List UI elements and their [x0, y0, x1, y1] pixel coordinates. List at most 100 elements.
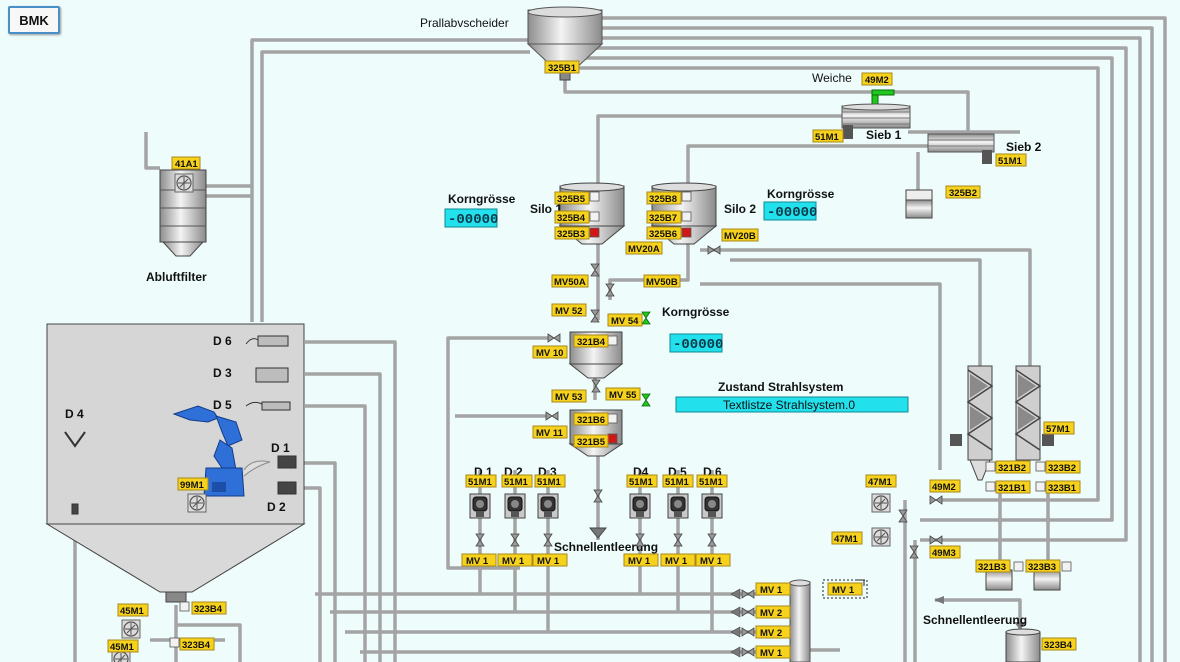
bmk-button[interactable]: BMK	[8, 6, 60, 34]
svg-text:MV 1: MV 1	[537, 556, 560, 567]
korngroesse-1-display: -00000	[448, 212, 498, 228]
korngroesse-3-display-bg	[669, 333, 723, 353]
schnellentleerung-2-label: Schnellentleerung	[923, 613, 1027, 627]
tag-325b3: 325B3	[554, 226, 590, 240]
sensor-321b5	[607, 433, 618, 444]
tag-doser-51m1-4: 51M1	[626, 474, 658, 488]
doser-1-motor[interactable]	[469, 493, 491, 519]
tag-321b6: 321B6	[573, 412, 609, 426]
doser-5-motor[interactable]	[667, 493, 689, 519]
selection-corner	[856, 579, 865, 586]
doser-6-motor[interactable]	[701, 493, 723, 519]
sieb-1[interactable]	[841, 103, 911, 139]
korngroesse-2-label: Korngrösse	[767, 187, 835, 201]
cyclone-left[interactable]	[950, 365, 994, 481]
tag-mv53: MV 53	[551, 389, 587, 403]
svg-text:41A1: 41A1	[175, 159, 198, 170]
valve-mv53[interactable]	[591, 379, 601, 393]
tag-323b3: 323B3	[1025, 559, 1061, 573]
tag-47m1-b: 47M1	[831, 531, 863, 545]
nozzle-d4-label: D 4	[65, 407, 84, 421]
fan-45m1-a-icon[interactable]	[121, 619, 141, 639]
abluftfilter[interactable]	[159, 169, 207, 257]
svg-text:MV 52: MV 52	[555, 306, 582, 317]
selection-frame[interactable]	[822, 579, 868, 599]
svg-text:321B6: 321B6	[577, 415, 605, 426]
valve-mv55[interactable]	[641, 393, 651, 407]
tag-321b4: 321B4	[573, 334, 609, 348]
svg-text:MV50B: MV50B	[646, 277, 678, 288]
valve-49m2[interactable]	[929, 495, 943, 505]
fan-47m1-a-icon[interactable]	[871, 493, 891, 513]
sensor-325b6	[681, 227, 692, 238]
tag-325b8: 325B8	[646, 191, 682, 205]
valve-49m3[interactable]	[929, 535, 943, 545]
valve-vertical-b[interactable]	[909, 545, 919, 559]
tag-45m1-b: 45M1	[107, 639, 139, 653]
svg-text:321B1: 321B1	[998, 483, 1027, 494]
sensor-321b4	[607, 335, 618, 346]
svg-text:MV 2: MV 2	[760, 628, 782, 639]
sensor-323b2	[1035, 461, 1046, 472]
svg-text:MV 1: MV 1	[466, 556, 489, 567]
tag-mv52: MV 52	[551, 303, 587, 317]
doser-2-motor[interactable]	[504, 493, 526, 519]
cyclone-right[interactable]	[1014, 365, 1054, 461]
valve-drain[interactable]	[593, 489, 603, 503]
korngroesse-3-display: -00000	[673, 337, 723, 353]
svg-text:47M1: 47M1	[834, 534, 858, 545]
prallabscheider[interactable]	[526, 6, 604, 81]
nozzles[interactable]	[64, 335, 297, 515]
tag-51m1-a: 51M1	[812, 129, 844, 143]
tag-mv54: MV 54	[607, 313, 643, 327]
doser-4-motor[interactable]	[629, 493, 651, 519]
pipe-network	[73, 16, 1167, 662]
svg-text:45M1: 45M1	[110, 642, 134, 653]
tag-323b4-a: 323B4	[191, 601, 227, 615]
svg-text:MV20A: MV20A	[628, 244, 660, 255]
schnellentleerung-1-label: Schnellentleerung	[554, 540, 658, 554]
svg-text:325B6: 325B6	[649, 229, 677, 240]
korngroesse-1-display-bg	[444, 208, 498, 228]
sieb-2[interactable]	[927, 133, 995, 164]
svg-text:323B4: 323B4	[1044, 640, 1073, 651]
valve-mv20b[interactable]	[707, 245, 721, 255]
tag-325b7: 325B7	[646, 210, 682, 224]
tag-51m1-b: 51M1	[995, 153, 1027, 167]
tag-57m1: 57M1	[1043, 421, 1075, 435]
korngroesse-2-display: -00000	[767, 205, 817, 221]
valve-mv10[interactable]	[547, 333, 561, 343]
valve-mv54[interactable]	[641, 311, 651, 325]
svg-text:325B5: 325B5	[557, 194, 586, 205]
tag-doser-mv1-3: MV 1	[532, 553, 568, 567]
valve-mv11[interactable]	[545, 411, 559, 421]
svg-text:51M1: 51M1	[468, 477, 492, 488]
collector-valves[interactable]	[741, 589, 755, 657]
svg-text:MV50A: MV50A	[554, 277, 586, 288]
robot-arm[interactable]	[172, 405, 271, 497]
svg-text:57M1: 57M1	[1046, 424, 1070, 435]
tag-mv20a: MV20A	[625, 241, 663, 255]
arrow-mv2-a	[730, 606, 741, 618]
svg-text:MV 1: MV 1	[700, 556, 723, 567]
tag-doser-mv1-6: MV 1	[695, 553, 731, 567]
nozzle-d1-label: D 1	[271, 441, 290, 455]
valve-mv50b[interactable]	[605, 283, 615, 297]
silo-2-label: Silo 2	[724, 202, 756, 216]
svg-text:325B1: 325B1	[548, 63, 577, 74]
svg-text:323B1: 323B1	[1048, 483, 1077, 494]
svg-text:45M1: 45M1	[120, 606, 144, 617]
svg-text:51M1: 51M1	[537, 477, 561, 488]
fan-47m1-b-icon[interactable]	[871, 527, 891, 547]
tag-47m1-a: 47M1	[865, 474, 897, 488]
nozzle-d6-label: D 6	[213, 334, 232, 348]
sieb-collector	[905, 189, 933, 219]
tag-45m1-a: 45M1	[117, 603, 149, 617]
sensor-325b5	[589, 191, 600, 202]
sensor-325b7	[681, 211, 692, 222]
svg-text:325B4: 325B4	[557, 213, 586, 224]
doser-3-motor[interactable]	[537, 493, 559, 519]
svg-text:325B3: 325B3	[557, 229, 585, 240]
